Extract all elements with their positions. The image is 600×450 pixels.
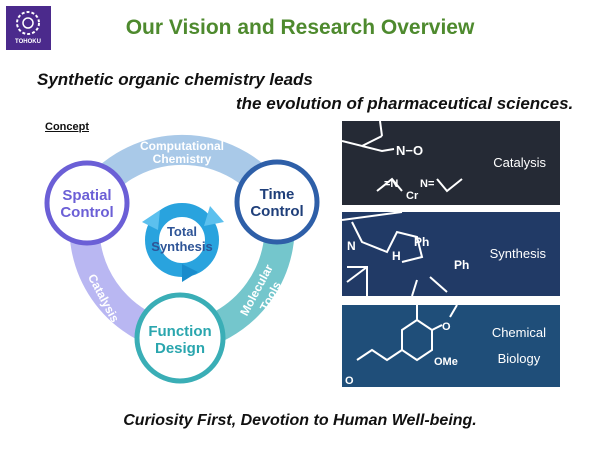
chem-structure-salen-cr: N−O =N N= Cr bbox=[342, 121, 463, 202]
center-label-1: Total bbox=[167, 224, 197, 239]
chem-label: OMe bbox=[434, 356, 458, 368]
logo-emblem-icon: TOHOKU bbox=[15, 11, 41, 45]
total-synthesis-cycle: Total Synthesis bbox=[142, 203, 224, 282]
tohoku-university-logo: TOHOKU bbox=[6, 6, 51, 50]
chem-label: N bbox=[347, 239, 356, 253]
panel-label: Catalysis bbox=[493, 155, 546, 170]
node-label: Control bbox=[60, 204, 113, 221]
page-title: Our Vision and Research Overview bbox=[125, 16, 475, 39]
subtitle-line-1: Synthetic organic chemistry leads bbox=[37, 70, 313, 89]
logo-text: TOHOKU bbox=[15, 39, 41, 45]
arc-top-label-2: Chemistry bbox=[153, 152, 212, 166]
node-time-control: Time Control bbox=[234, 159, 320, 245]
node-label: Time bbox=[260, 186, 295, 203]
panel-label: Synthesis bbox=[489, 246, 546, 261]
node-label: Function bbox=[148, 323, 211, 340]
panel-synthesis: N H Ph Ph Synthesis bbox=[342, 212, 560, 296]
chem-label: Ph bbox=[454, 258, 469, 272]
subtitle-line-2: the evolution of pharmaceutical sciences… bbox=[236, 94, 574, 113]
chem-structure-chemical-biology: O OMe O bbox=[345, 305, 458, 387]
chem-label: N−O bbox=[396, 143, 423, 158]
chem-label: N= bbox=[420, 178, 434, 190]
node-label: Spatial bbox=[62, 187, 111, 204]
chem-label: O bbox=[442, 321, 451, 333]
chem-label: =N bbox=[384, 178, 398, 190]
panel-label: Chemical bbox=[491, 325, 546, 340]
arc-top-label-1: Computational bbox=[140, 139, 224, 153]
chem-label: O bbox=[345, 375, 354, 387]
center-label-2: Synthesis bbox=[151, 239, 212, 254]
panel-label: Biology bbox=[497, 351, 541, 366]
node-spatial-control: Spatial Control bbox=[44, 160, 130, 246]
node-function-design: Function Design bbox=[134, 292, 226, 384]
chem-label: Cr bbox=[406, 190, 419, 202]
chem-label: H bbox=[392, 249, 401, 263]
node-label: Design bbox=[155, 340, 205, 357]
footer-motto: Curiosity First, Devotion to Human Well-… bbox=[123, 412, 477, 429]
node-label: Control bbox=[250, 203, 303, 220]
panel-catalysis: N−O =N N= Cr Catalysis bbox=[342, 121, 560, 205]
concept-diagram: Computational Chemistry Catalysis Molecu… bbox=[44, 134, 320, 384]
chem-label: Ph bbox=[414, 235, 429, 249]
chem-structure-synthesis: N H Ph Ph bbox=[342, 212, 469, 296]
concept-label: Concept bbox=[45, 121, 89, 133]
